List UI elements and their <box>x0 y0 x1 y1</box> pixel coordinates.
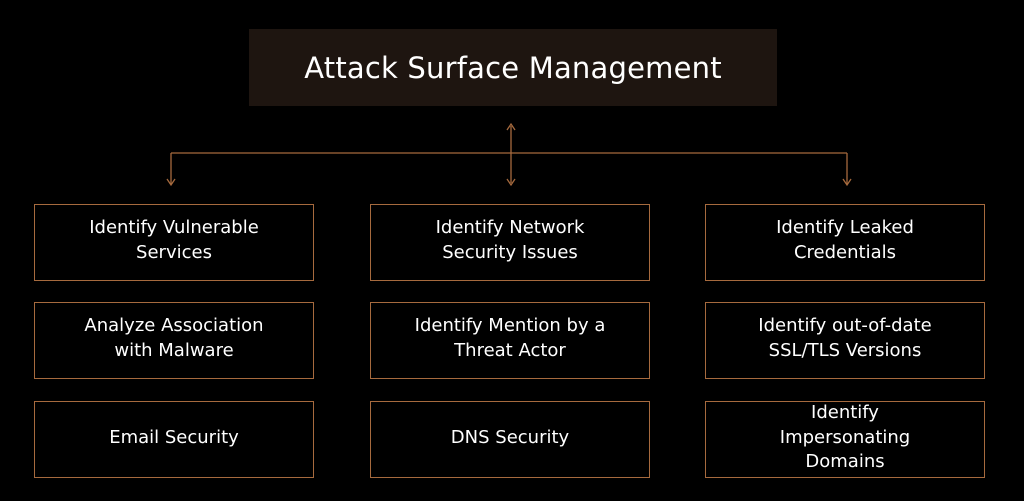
node-label: Identify Impersonating Domains <box>779 401 911 473</box>
node-label: DNS Security <box>450 426 570 448</box>
node-label: Identify Network Security Issues <box>435 217 585 263</box>
node-leaked-credentials: Identify Leaked Credentials <box>705 204 985 281</box>
node-label: Email Security <box>109 426 239 448</box>
node-label: Identify Vulnerable Services <box>89 217 259 263</box>
node-label: Identify Mention by a Threat Actor <box>414 315 606 361</box>
node-vulnerable-services: Identify Vulnerable Services <box>34 204 314 281</box>
node-network-security: Identify Network Security Issues <box>370 204 650 281</box>
node-dns-security: DNS Security <box>370 401 650 478</box>
center-arrow-down <box>506 178 516 187</box>
center-arrow-up <box>506 122 516 131</box>
left-arrow <box>166 178 176 187</box>
node-malware-association: Analyze Association with Malware <box>34 302 314 379</box>
node-label: Analyze Association with Malware <box>84 315 264 361</box>
node-ssl-tls-versions: Identify out-of-date SSL/TLS Versions <box>705 302 985 379</box>
node-threat-actor-mention: Identify Mention by a Threat Actor <box>370 302 650 379</box>
node-label: Identify out-of-date SSL/TLS Versions <box>758 315 932 361</box>
diagram-title: Attack Surface Management <box>249 29 777 106</box>
node-email-security: Email Security <box>34 401 314 478</box>
node-label: Identify Leaked Credentials <box>776 217 914 263</box>
node-impersonating-domains: Identify Impersonating Domains <box>705 401 985 478</box>
right-arrow <box>842 178 852 187</box>
